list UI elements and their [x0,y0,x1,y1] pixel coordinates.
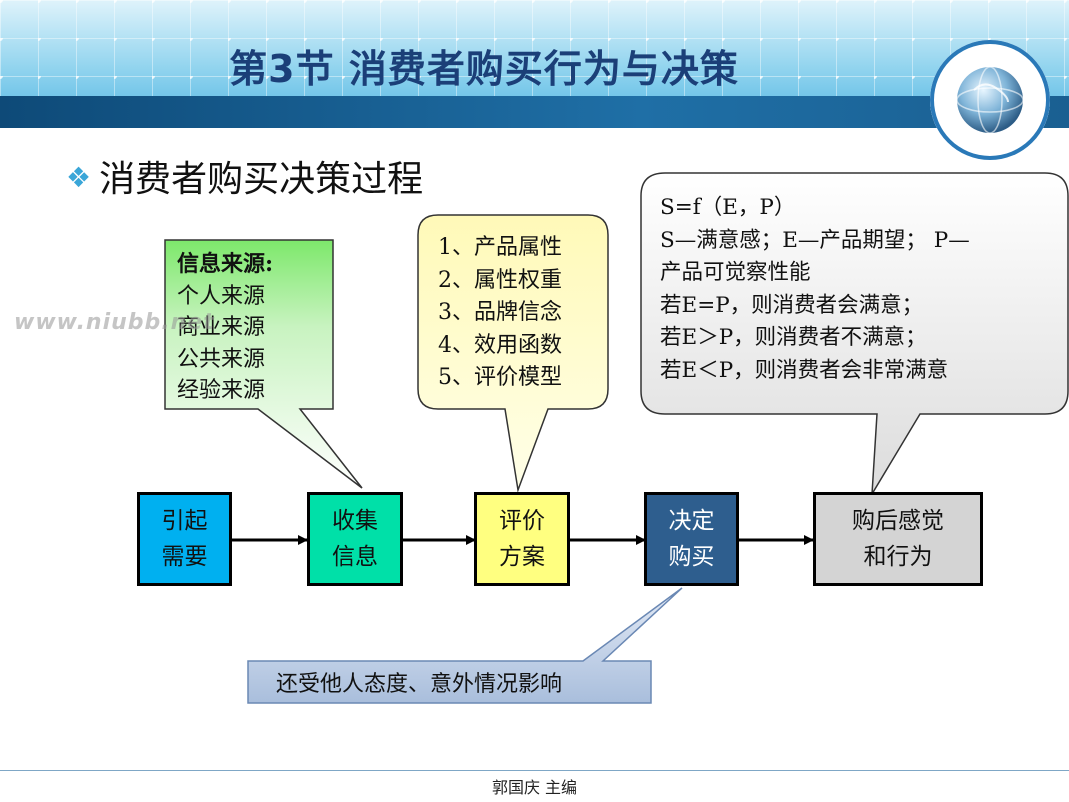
header-grid-pattern [0,0,1069,96]
section-heading-text: 消费者购买决策过程 [99,159,424,200]
info-source-item: 经验来源 [177,378,266,403]
step-collect-info: 收集信息 [307,492,403,586]
globe-logo [930,40,1050,160]
info-source-item: 公共来源 [177,346,266,372]
step-label: 引起 [161,508,208,534]
info-sources-heading: 信息来源: [177,251,274,277]
info-sources-callout-shape [164,239,363,489]
slide-footer: 郭国庆 主编 [491,778,578,797]
step-label: 收集 [332,508,378,534]
section-heading: ❖消费者购买决策过程 [66,150,423,202]
step-label: 评价 [499,508,545,534]
satisfaction-line: S=f（E，P） [660,195,796,220]
step-label: 需要 [161,544,208,570]
satisfaction-line: 产品可觉察性能 [660,260,811,285]
step-label: 和行为 [863,544,933,570]
attribute-item: 2、属性权重 [438,267,562,293]
satisfaction-line: 若E＞P，则消费者不满意； [660,325,927,350]
header-band [0,96,1069,128]
step-arouse-need: 引起需要 [137,492,232,586]
slide-header [0,0,1069,128]
info-source-item: 商业来源 [177,315,266,340]
satisfaction-line: S—满意感；E—产品期望； P— [660,227,970,253]
attributes-callout: 1、产品属性 2、属性权重 3、品牌信念 4、效用函数 5、评价模型 [438,232,562,395]
attribute-item: 3、品牌信念 [438,300,562,325]
info-source-item: 个人来源 [177,283,266,309]
globe-icon [956,66,1024,134]
step-label: 信息 [332,544,378,570]
diamond-bullet-icon: ❖ [66,161,92,194]
info-sources-callout: 信息来源: 个人来源 商业来源 公共来源 经验来源 [177,249,273,407]
step-purchase-decision: 决定购买 [644,492,739,586]
satisfaction-line: 若E=P，则消费者会满意； [660,292,924,318]
attribute-item: 5、评价模型 [438,365,562,390]
slide-title: 第3节 消费者购买行为与决策 [229,47,739,91]
satisfaction-callout: S=f（E，P） S—满意感；E—产品期望； P— 产品可觉察性能 若E=P，则… [660,192,970,387]
satisfaction-callout-shape [640,172,1069,495]
step-label: 决定 [668,508,715,534]
influence-callout: 还受他人态度、意外情况影响 [276,669,562,700]
attributes-callout-shape [417,214,609,493]
satisfaction-line: 若E＜P，则消费者会非常满意 [660,357,949,383]
attribute-item: 1、产品属性 [438,235,562,260]
attribute-item: 4、效用函数 [438,332,562,358]
influence-callout-shape [247,587,683,704]
footer-divider [0,770,1069,771]
step-post-purchase: 购后感觉和行为 [813,492,983,586]
step-label: 购买 [668,544,715,570]
influence-text: 还受他人态度、意外情况影响 [276,672,563,697]
step-label: 购后感觉 [852,508,944,534]
step-label: 方案 [499,544,545,570]
step-evaluate-options: 评价方案 [474,492,570,586]
